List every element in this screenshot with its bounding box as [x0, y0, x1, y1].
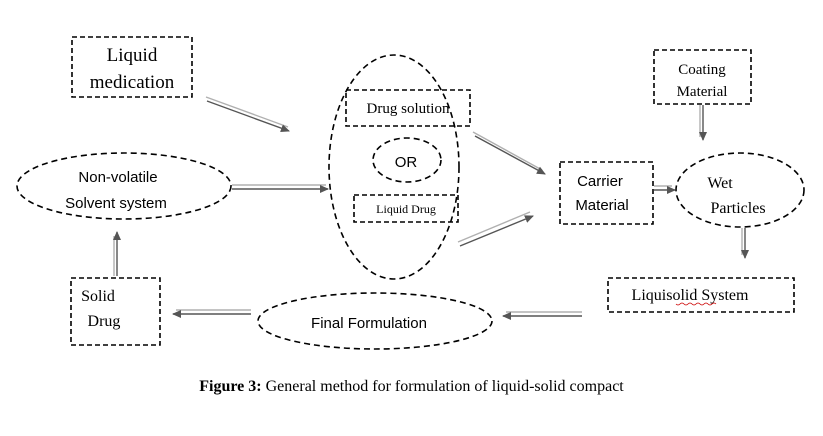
- arrow-solid-to-solvent: [113, 231, 121, 276]
- final-formulation-label: Final Formulation: [311, 315, 427, 332]
- liquisolid-system-node: Liquisolid System: [607, 277, 795, 313]
- liquid-medication-node: Liquid medication: [71, 36, 193, 98]
- liquid-medication-line2: medication: [90, 72, 175, 93]
- or-node: OR: [372, 137, 442, 183]
- spellcheck-underline: [675, 302, 717, 306]
- coating-line2: Material: [677, 84, 728, 100]
- solid-drug-node: Solid Drug: [70, 277, 161, 346]
- arrow-wet-to-liquisolid: [741, 228, 749, 259]
- caption-text: General method for formulation of liquid…: [261, 378, 624, 395]
- arrow-solution-to-carrier: [472, 131, 546, 175]
- liquid-drug-node: Liquid Drug: [353, 194, 459, 223]
- carrier-line1: Carrier: [577, 173, 623, 190]
- figure-caption: Figure 3: General method for formulation…: [0, 378, 823, 396]
- carrier-line2: Material: [575, 197, 628, 214]
- arrow-coating-to-wet: [699, 105, 707, 141]
- non-volatile-line2: Solvent system: [65, 195, 167, 212]
- arrow-medication-to-drug: [205, 96, 290, 133]
- non-volatile-solvent-node: Non-volatile Solvent system: [16, 152, 232, 220]
- or-label: OR: [395, 154, 418, 171]
- liquid-drug-label: Liquid Drug: [376, 202, 436, 216]
- wet-particles-node: Wet Particles: [675, 152, 805, 228]
- drug-options-ellipse: [328, 54, 460, 280]
- liquisolid-label: Liquisolid System: [632, 287, 749, 304]
- wet-particles-line1: Wet: [707, 175, 733, 192]
- arrow-solvent-to-drug: [232, 184, 329, 193]
- carrier-material-node: Carrier Material: [559, 161, 654, 225]
- arrow-carrier-to-wet: [654, 185, 676, 194]
- caption-label: Figure 3:: [199, 378, 262, 395]
- coating-material-node: Coating Material: [653, 49, 752, 105]
- solid-drug-line2: Drug: [88, 313, 121, 330]
- drug-solution-node: Drug solution: [345, 89, 471, 127]
- non-volatile-line1: Non-volatile: [78, 169, 157, 186]
- final-formulation-node: Final Formulation: [257, 292, 493, 350]
- liquid-medication-line1: Liquid: [107, 45, 158, 66]
- coating-line1: Coating: [678, 62, 726, 78]
- arrow-liquid-drug-to-carrier: [457, 211, 534, 247]
- wet-particles-line2: Particles: [710, 200, 765, 217]
- solid-drug-line1: Solid: [81, 288, 115, 305]
- arrow-final-to-solid: [172, 309, 251, 318]
- arrow-liquisolid-to-final: [502, 311, 582, 320]
- drug-solution-label: Drug solution: [367, 101, 450, 117]
